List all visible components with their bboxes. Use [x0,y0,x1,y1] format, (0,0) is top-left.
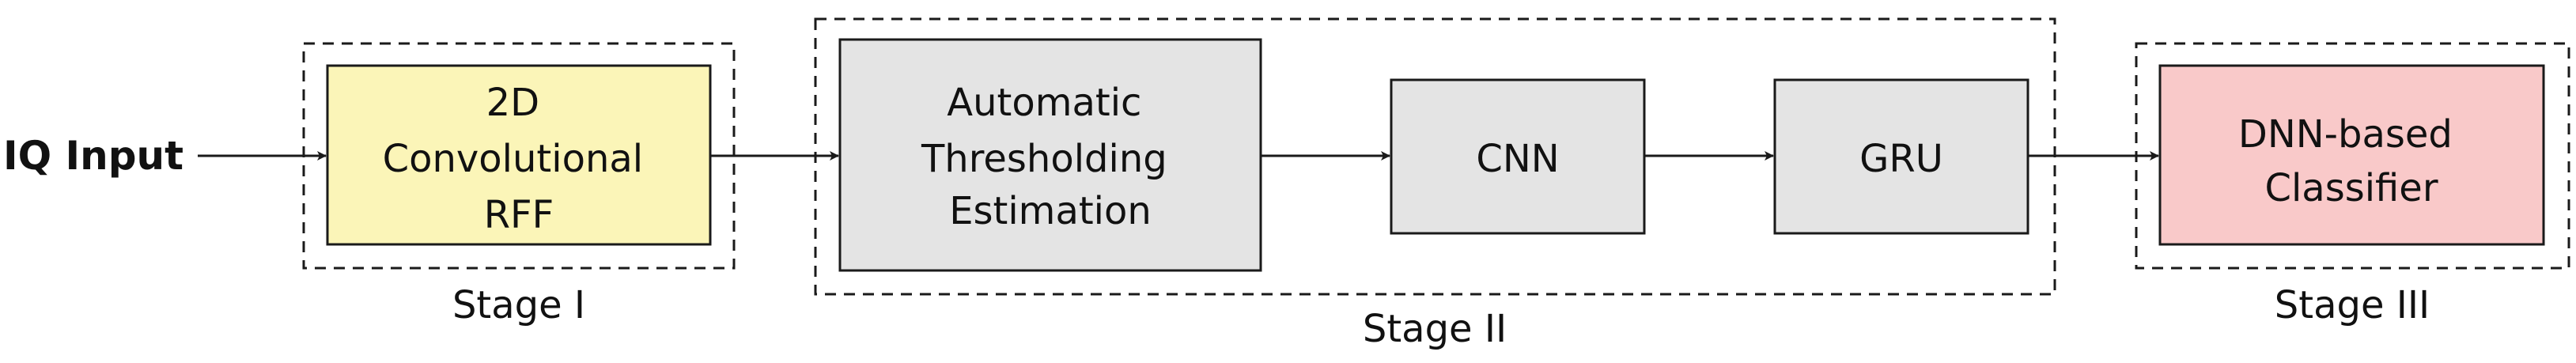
gru-block-label: GRU [1859,137,1943,181]
cnn-block-label: CNN [1476,137,1559,181]
stage-2-label: Stage II [1363,307,1507,351]
threshold-block [838,38,1262,272]
rff-block [326,64,712,246]
stage-3-label: Stage III [2275,283,2430,327]
classifier-block-label: DNN-based Classifier [2238,112,2464,210]
threshold-block-label: Automatic Thresholding Estimation [921,81,1179,233]
stage-1-label: Stage I [452,283,585,327]
cnn-block [1390,78,1646,235]
gru-block [1773,78,2029,235]
input-label: IQ Input [3,133,183,179]
classifier-block [2158,64,2545,246]
rff-block-label: 2D Convolutional RFF [383,81,656,237]
